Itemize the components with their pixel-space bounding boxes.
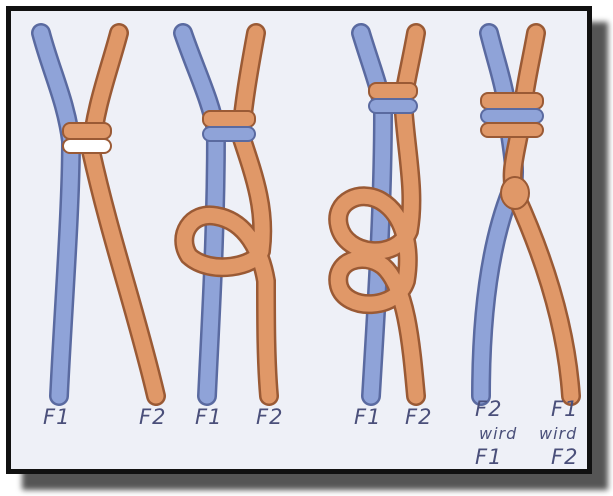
step-1-right-label: F2: [139, 405, 166, 429]
step-3-right-label: F2: [405, 405, 432, 429]
step-4-left-sub: F1: [475, 445, 502, 469]
step-4-right-note: wird: [539, 424, 577, 443]
figure-frame: .b { stroke: #8fa3d8; fill: none; stroke…: [6, 6, 592, 474]
wrap-loop: [63, 123, 111, 139]
step-4-right-sub: F2: [551, 445, 578, 469]
step-3-illustration: [338, 33, 417, 396]
step-1-left-label: F1: [43, 405, 70, 429]
step-4-right-label: F1: [551, 397, 578, 421]
step-2-illustration: [183, 33, 269, 396]
step-4-left-label: F2: [475, 397, 502, 421]
step-3-left-label: F1: [354, 405, 381, 429]
step-4-illustration: [481, 33, 571, 396]
strand-f2: [91, 33, 156, 396]
step-1-illustration: [41, 33, 156, 396]
step-4-left-note: wird: [479, 424, 517, 443]
strand-f1: [481, 33, 514, 396]
knot-bump: [501, 177, 529, 209]
strand-f2: [513, 33, 571, 396]
step-2-left-label: F1: [195, 405, 222, 429]
step-2-right-label: F2: [256, 405, 283, 429]
